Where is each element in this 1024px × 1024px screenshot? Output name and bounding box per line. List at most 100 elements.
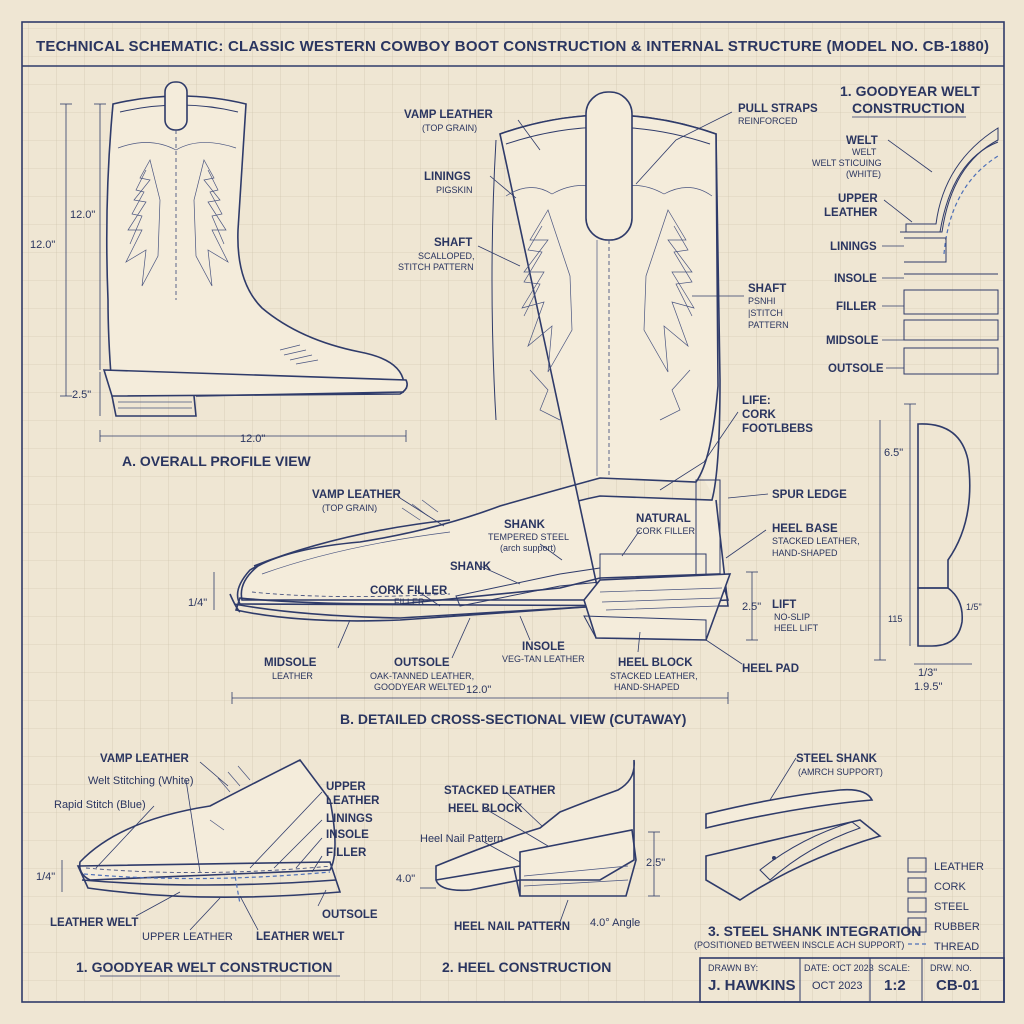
lbl-outsole-sub2: GOODYEAR WELTED [374, 682, 466, 692]
lbl-lift-sub2: HEEL LIFT [774, 623, 819, 633]
welt-inset: 1. GOODYEAR WELT CONSTRUCTION WELT WELT … [812, 83, 999, 375]
lbl-life-sub2: FOOTLBEBS [742, 423, 813, 435]
legend-swatch-leather [907, 857, 927, 873]
shank-caption-sub: (POSITIONED BETWEEN INSCLE ACH SUPPORT) [694, 940, 904, 950]
legend-thread: THREAD [934, 941, 979, 953]
detail-welt-rapid-stitch: Rapid Stitch (Blue) [54, 799, 146, 811]
shank-sub: (AMRCH SUPPORT) [798, 767, 883, 777]
heel-profile-dim-side: 115 [888, 614, 902, 624]
lbl-shank-2: SHANK [450, 561, 492, 573]
lbl-heel-pad: HEEL PAD [742, 663, 799, 675]
welt-inset-outsole: OUTSOLE [828, 363, 884, 375]
lbl-shank-1: SHANK [504, 519, 546, 531]
date-value: OCT 2023 [812, 980, 863, 992]
welt-inset-welt-sub: WELT [852, 147, 877, 157]
legend-swatch-rubber [907, 917, 927, 933]
lbl-shaft-left-sub: SCALLOPED, [418, 251, 475, 261]
heel-profile: 6.5" 115 1/5" 1/3" 1.9.5" [874, 403, 982, 693]
welt-inset-linings: LININGS [830, 241, 877, 253]
lbl-midsole: MIDSOLE [264, 657, 317, 669]
lbl-heel-block-sub: STACKED LEATHER, [610, 671, 698, 681]
drw-value: CB-01 [936, 977, 979, 994]
legend-rubber: RUBBER [934, 921, 980, 933]
welt-inset-insole: INSOLE [834, 273, 877, 285]
detail-heel-angle: 4.0° Angle [590, 917, 640, 929]
lbl-vamp-low-sub: (TOP GRAIN) [322, 503, 377, 513]
detail-shank: STEEL SHANK (AMRCH SUPPORT) 3. STEEL SHA… [694, 753, 921, 950]
lbl-shaft-right-sub2: |STITCH [748, 308, 783, 318]
cutaway-dim-heel: 2.5" [742, 601, 761, 613]
lbl-heel-block-sub2: HAND-SHAPED [614, 682, 680, 692]
detail-welt-upper-leather: UPPER LEATHER [142, 931, 233, 943]
shank-title: STEEL SHANK [796, 753, 878, 765]
profile-dim-length: 12.0" [240, 433, 265, 445]
detail-heel: 2.5" 4.0" STACKED LEATHER HEEL BLOCK Hee… [396, 759, 665, 975]
welt-inset-filler: FILLER [836, 301, 877, 313]
lbl-heel-base: HEEL BASE [772, 523, 838, 535]
lbl-shank-1-sub2: (arch support) [500, 543, 556, 553]
lbl-natural: NATURAL [636, 513, 691, 525]
profile-dim-shaft-outer: 12.0" [30, 239, 55, 251]
lbl-outsole: OUTSOLE [394, 657, 450, 669]
page-title: TECHNICAL SCHEMATIC: CLASSIC WESTERN COW… [36, 38, 989, 55]
detail-heel-caption: 2. HEEL CONSTRUCTION [442, 959, 611, 975]
detail-welt-upper: UPPER [326, 781, 366, 793]
detail-welt-caption: 1. GOODYEAR WELT CONSTRUCTION [76, 959, 332, 975]
detail-heel-dim-height: 2.5" [646, 857, 665, 869]
detail-welt-leather-welt-right: LEATHER WELT [256, 931, 344, 943]
lbl-outsole-sub: OAK-TANNED LEATHER, [370, 671, 474, 681]
welt-inset-upper2: LEATHER [824, 207, 878, 219]
detail-heel-nail-bottom: HEEL NAIL PATTERN [454, 921, 570, 933]
lbl-vamp-top-sub: (TOP GRAIN) [422, 123, 477, 133]
detail-welt-insole: INSOLE [326, 829, 369, 841]
lbl-pull-straps: PULL STRAPS [738, 103, 818, 115]
welt-inset-welt-sub2: WELT STICUING [812, 158, 882, 168]
lbl-shank-1-sub: TEMPERED STEEL [488, 532, 569, 542]
detail-heel-nail: Heel Nail Pattern [420, 833, 503, 845]
lbl-heel-base-sub2: HAND-SHAPED [772, 548, 838, 558]
title-block: DRAWN BY: J. HAWKINS DATE: OCT 2023 OCT … [699, 957, 1005, 1003]
detail-welt-vamp: VAMP LEATHER [100, 753, 190, 765]
lbl-life-sub: CORK [742, 409, 777, 421]
legend-cork: CORK [934, 881, 966, 893]
welt-inset-midsole: MIDSOLE [826, 335, 879, 347]
legend-leather: LEATHER [934, 861, 984, 873]
lbl-natural-sub: CORK FILLER [636, 526, 696, 536]
lbl-midsole-sub: LEATHER [272, 671, 313, 681]
legend-steel: STEEL [934, 901, 969, 913]
drawn-by-label: DRAWN BY: [708, 963, 758, 973]
detail-welt-linings: LININGS [326, 813, 373, 825]
lbl-lift-sub: NO-SLIP [774, 612, 810, 622]
welt-inset-welt-sub3: (WHITE) [846, 169, 881, 179]
cutaway-dim-sole: 1/4" [188, 597, 207, 609]
lbl-life: LIFE: [742, 395, 771, 407]
detail-welt-outsole: OUTSOLE [322, 909, 378, 921]
legend: LEATHER CORK STEEL RUBBER THREAD [907, 857, 984, 953]
date-label: DATE: OCT 2023 [804, 963, 874, 973]
legend-swatch-cork [907, 877, 927, 893]
lbl-shaft-left: SHAFT [434, 237, 472, 249]
lbl-shaft-right-sub: PSNHI [748, 296, 776, 306]
profile-caption: A. OVERALL PROFILE VIEW [122, 453, 312, 469]
lbl-insole-sub: VEG-TAN LEATHER [502, 654, 585, 664]
lbl-pull-straps-sub: REINFORCED [738, 116, 798, 126]
detail-welt-leather-welt-left: LEATHER WELT [50, 917, 138, 929]
scale-label: SCALE: [878, 963, 910, 973]
shank-caption: 3. STEEL SHANK INTEGRATION [708, 923, 921, 939]
welt-inset-caption-rest: CONSTRUCTION [852, 100, 965, 116]
legend-swatch-steel [907, 897, 927, 913]
heel-profile-dim-bottom2: 1.9.5" [914, 681, 942, 693]
lbl-vamp-top: VAMP LEATHER [404, 109, 494, 121]
cutaway-view: VAMP LEATHER (TOP GRAIN) LININGS PIGSKIN… [188, 91, 860, 727]
lbl-shaft-right-sub3: PATTERN [748, 320, 789, 330]
heel-profile-dim-top: 6.5" [884, 447, 903, 459]
detail-heel-block: HEEL BLOCK [448, 803, 523, 815]
lbl-linings-sub: PIGSKIN [436, 185, 473, 195]
detail-welt-dim: 1/4" [36, 871, 55, 883]
detail-welt-leather: LEATHER [326, 795, 380, 807]
welt-inset-upper: UPPER [838, 193, 878, 205]
lbl-insole: INSOLE [522, 641, 565, 653]
heel-profile-dim-bottom: 1/3" [918, 667, 937, 679]
drw-label: DRW. NO. [930, 963, 972, 973]
welt-inset-caption-num: 1. GOODYEAR WELT [840, 83, 980, 99]
